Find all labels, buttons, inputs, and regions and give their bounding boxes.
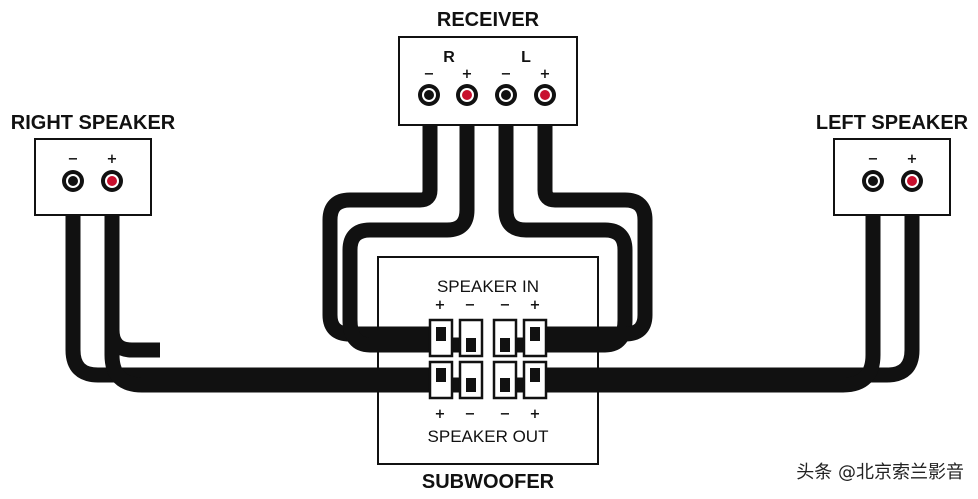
receiver-sign-1: − [424, 67, 435, 82]
wire-left-speaker-neg [505, 182, 881, 393]
right-speaker-terminal-pos [101, 170, 123, 192]
speaker-in-sign-2: − [465, 298, 476, 313]
speaker-out-sign-2: − [465, 407, 476, 422]
left-speaker-sign-2: + [907, 152, 918, 167]
left-speaker-terminal-neg [862, 170, 884, 192]
speaker-out-sign-3: − [500, 407, 511, 422]
receiver-terminal-r-pos [456, 84, 478, 106]
speaker-out-label: SPEAKER OUT [428, 427, 549, 446]
left-speaker-terminal-pos [901, 170, 923, 192]
receiver-sign-2: + [462, 67, 473, 82]
receiver-box [398, 36, 578, 126]
receiver-channel-left: L [521, 49, 531, 66]
wire-receiver-r-neg [322, 96, 440, 342]
right-speaker-sign-1: − [68, 152, 79, 167]
wire-left-speaker-pos [535, 182, 920, 383]
slot-wire-ends [436, 327, 540, 392]
speaker-in-sign-3: − [500, 298, 511, 313]
receiver-title: RECEIVER [437, 9, 540, 31]
left-speaker-sign-1: − [868, 152, 879, 167]
right-speaker-terminal-neg [62, 170, 84, 192]
receiver: RECEIVER R L − + − + [398, 9, 578, 126]
left-speaker-title: LEFT SPEAKER [816, 112, 969, 134]
subwoofer-title: SUBWOOFER [422, 471, 555, 493]
watermark: 头条 @北京索兰影音 [796, 462, 964, 483]
speaker-in-sign-4: + [530, 298, 541, 313]
speaker-in-label: SPEAKER IN [437, 277, 539, 296]
right-speaker: RIGHT SPEAKER − + [11, 112, 176, 216]
left-speaker-box [833, 138, 951, 216]
right-speaker-box [34, 138, 152, 216]
receiver-sign-3: − [501, 67, 512, 82]
receiver-terminal-l-neg [495, 84, 517, 106]
speaker-in-sign-1: + [435, 298, 446, 313]
left-speaker: LEFT SPEAKER − + [816, 112, 969, 216]
wires [65, 96, 920, 393]
receiver-terminal-r-neg [418, 84, 440, 106]
receiver-terminal-l-pos [534, 84, 556, 106]
subwoofer-box [377, 256, 599, 465]
right-speaker-sign-2: + [107, 152, 118, 167]
wire-right-speaker-neg [65, 182, 440, 383]
receiver-sign-4: + [540, 67, 551, 82]
wire-receiver-l-pos [535, 96, 653, 342]
wire-right-speaker-pos-run [104, 330, 470, 393]
subwoofer: SPEAKER IN + − − + + − − + SPEAKER OUT [377, 256, 599, 493]
speaker-out-sign-1: + [435, 407, 446, 422]
right-speaker-title: RIGHT SPEAKER [11, 112, 176, 134]
wire-receiver-r-pos [342, 96, 475, 353]
speaker-out-sign-4: + [530, 407, 541, 422]
receiver-channel-right: R [443, 49, 455, 66]
